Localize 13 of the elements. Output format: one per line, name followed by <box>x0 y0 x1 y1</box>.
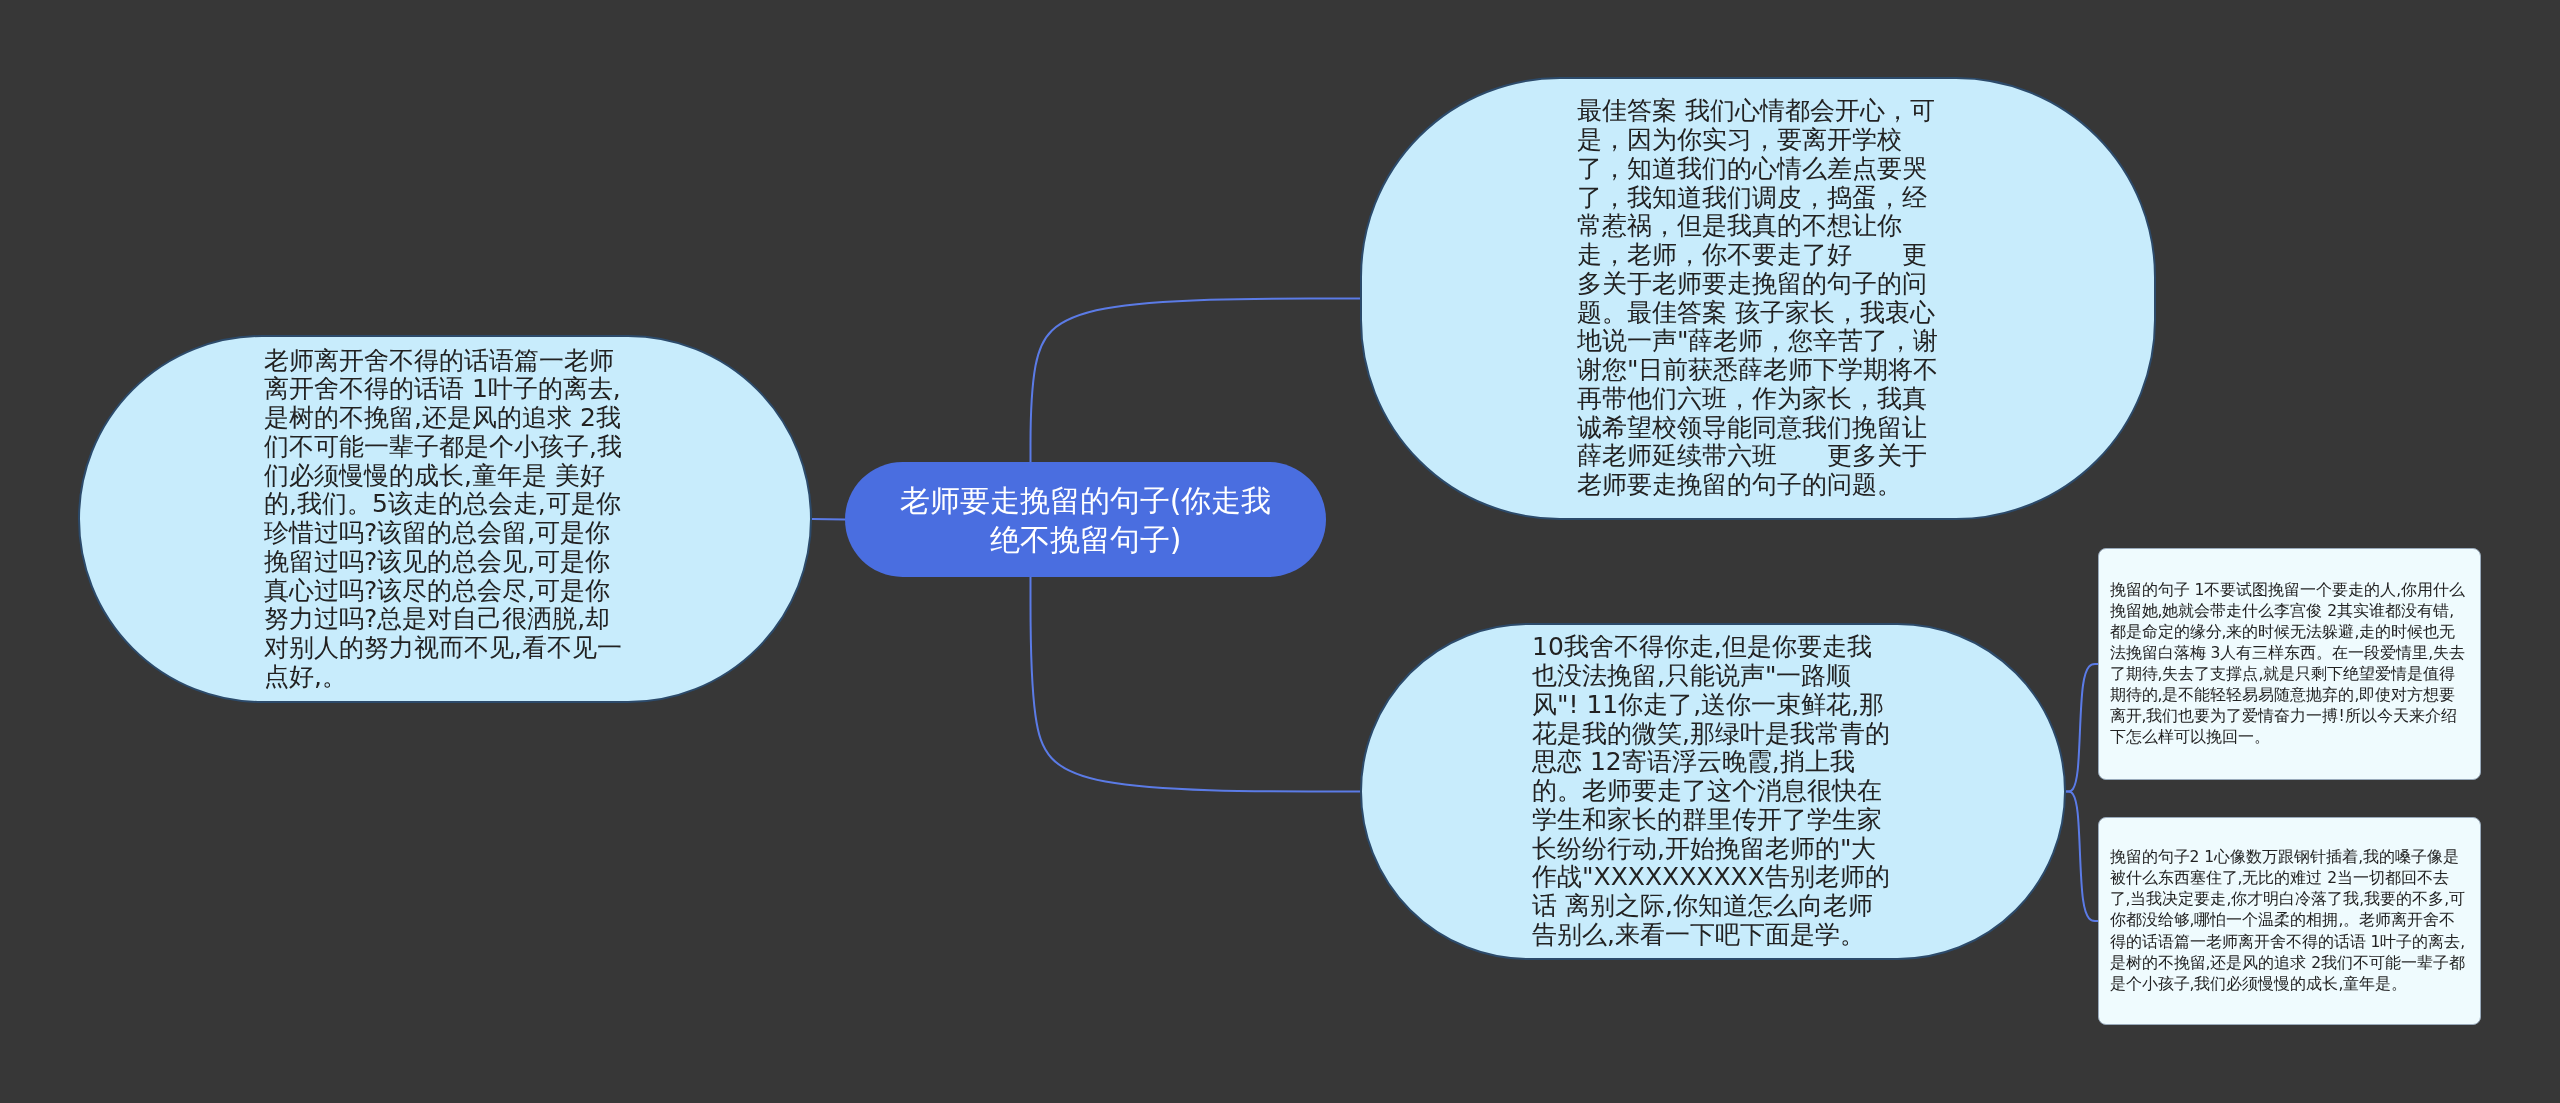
topic-text: 老师离开舍不得的话语篇一老师离开舍不得的话语 1叶子的离去,是树的不挽留,还是风的追求 2我们不可能一辈子都是个小孩子,我们必须慢慢的成长,童年是 美好的,我们。5该走的总会走,可是你珍惜过吗?该留的总会留,可是你挽留过吗?该见的总会见,可是你真心过吗?该尽的总会尽,可是你努力过吗?总是对自己很洒脱,却对别人的努力视而不见,看不见一点好,。 <box>264 346 623 692</box>
connector-line <box>811 518 846 521</box>
connector-line <box>1029 297 1361 463</box>
note-card <box>2098 548 2481 780</box>
note-text: 挽留的句子2 1心像数万跟钢针插着,我的嗓子像是被什么东西塞住了,无比的难过 2当一切都回不去了,当我决定要走,你才明白冷落了我,我要的不多,可你都没给够,哪怕一个温柔的相拥,。老师离开舍不得的话语篇一老师离开舍不得的话语 1叶子的离去,是树的不挽留,还是风的追求 2我们不可能一辈子都是个小孩子,我们必须慢慢的成长,童年是。 <box>2109 847 2467 995</box>
topic-title: 老师要走挽留的句子(你走我绝不挽留句子) <box>898 481 1273 559</box>
note-card <box>2098 817 2481 1025</box>
topic-text: 10我舍不得你走,但是你要走我也没法挽留,只能说声"一路顺风"! 11你走了,送你一束鲜花,那花是我的微笑,那绿叶是我常青的思恋 12寄语浮云晚霞,捎上我的。老师要走了这个消息很快在学生和家长的群里传开了学生家长纷纷行动,开始挽留老师的"大作战"XXXXXXXXXX告别老师的话 离别之际,你知道怎么向老师告别么,来看一下吧下面是学。 <box>1532 633 1891 950</box>
connector-line <box>1029 576 1361 793</box>
topic-text: 最佳答案 我们心情都会开心，可是，因为你实习，要离开学校了，知道我们的心情么差点要哭了，我知道我们调皮，捣蛋，经常惹祸，但是我真的不想让你走，老师，你不要走了好 更多关于老师要走挽留的句子的问题。最佳答案 孩子家长，我衷心地说一声"薛老师，您辛苦了，谢谢您"日前获悉薛老师下学期将不再带他们六班，作为家长，我真诚希望校领导能同意我们挽留让薛老师延续带六班 更多关于老师要走挽留的句子的问题。 <box>1577 97 1939 500</box>
note-text: 挽留的句子 1不要试图挽留一个要走的人,你用什么挽留她,她就会带走什么李宫俊 2其实谁都没有错,都是命定的缘分,来的时候无法躲避,走的时候也无法挽留白落梅 3人有三样东西。在一段爱情里,失去了期待,失去了支撑点,就是只剩下绝望爱情是值得期待的,是不能轻轻易易随意抛弃的,即使对方想要离开,我们也要为了爱情奋力一搏!所以今天来介绍下怎么样可以挽回一。 <box>2109 579 2467 749</box>
connector-line <box>2065 790 2099 922</box>
connector-line <box>2065 663 2099 793</box>
